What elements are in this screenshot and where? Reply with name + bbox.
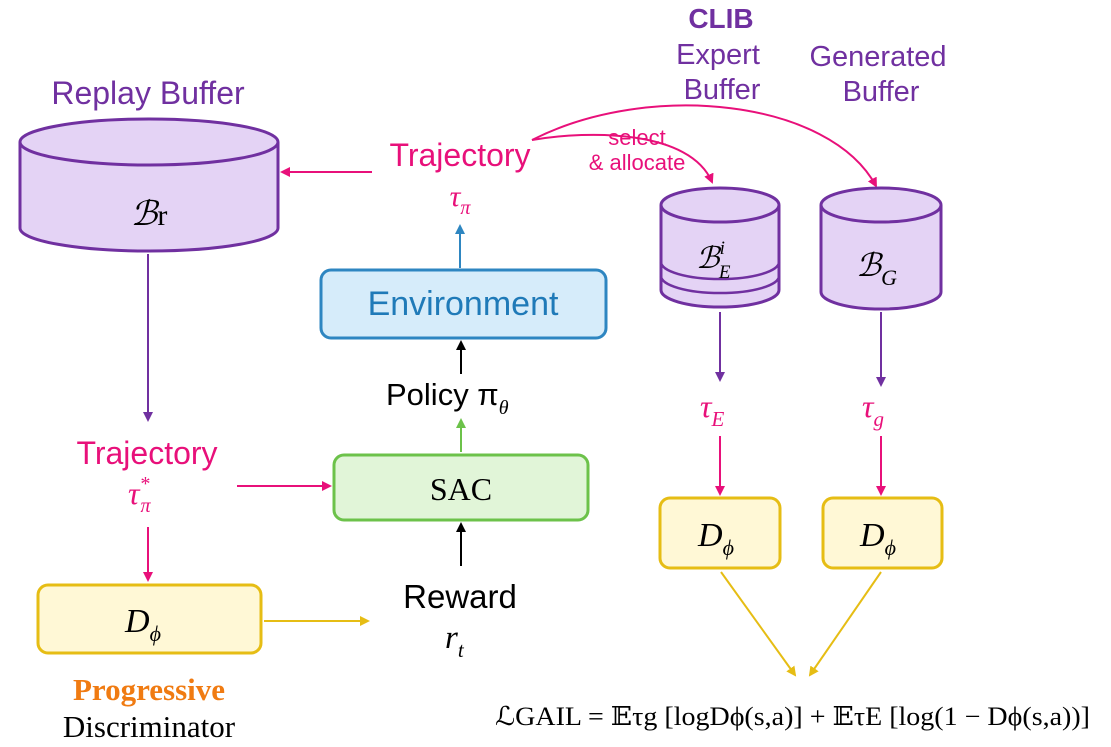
sac-box [332,453,590,522]
generated-discriminator-box [821,496,944,570]
generated-buffer-title-2: Buffer [843,76,920,108]
select-label: select [608,125,665,150]
policy-label: Policy πθ [386,377,509,419]
environment-box [319,268,608,340]
trajectory-left-label: Trajectory [76,435,217,471]
reward-symbol: rt [445,620,465,662]
clib-label: CLIB [688,3,753,34]
expert-buffer-title-1: Expert [676,39,760,71]
sac-label: SAC [430,471,492,507]
tau-g-label: τg [862,388,884,431]
reward-label: Reward [403,578,517,615]
progressive-discriminator-symbol: Dϕ [124,603,161,646]
arrow-trajectory-to-generated [531,104,877,188]
replay-buffer-cylinder [18,117,280,253]
generated-discriminator-label: Dϕ [859,517,896,560]
expert-discriminator-box [658,496,782,570]
allocate-label: & allocate [589,150,686,175]
environment-label: Environment [368,285,559,323]
tau-e-label: τE [700,388,724,431]
discriminator-label: Discriminator [63,709,236,744]
gail-loss-formula: ℒGAIL = 𝔼τg [logDϕ(s,a)] + 𝔼τE [log(1 − … [495,702,1090,731]
arrow-trajectory-to-expert [531,133,714,184]
replay-buffer-symbol: ℬr [131,196,168,233]
tau-star-label: τ*π [128,473,151,517]
generated-buffer-symbol: ℬG [856,247,897,290]
arrow-generated-disc-to-loss [808,571,882,677]
progressive-label: Progressive [73,672,225,707]
expert-buffer-cylinder [659,186,781,309]
progressive-discriminator-box [36,583,263,655]
expert-discriminator-label: Dϕ [697,517,734,560]
replay-buffer-title: Replay Buffer [51,75,245,111]
generated-buffer-cylinder [819,186,943,311]
expert-buffer-title-2: Buffer [684,74,761,106]
generated-buffer-title-1: Generated [809,41,946,73]
arrow-expert-disc-to-loss [720,571,797,677]
tau-pi-top: τπ [450,180,472,219]
trajectory-top-label: Trajectory [389,137,530,173]
